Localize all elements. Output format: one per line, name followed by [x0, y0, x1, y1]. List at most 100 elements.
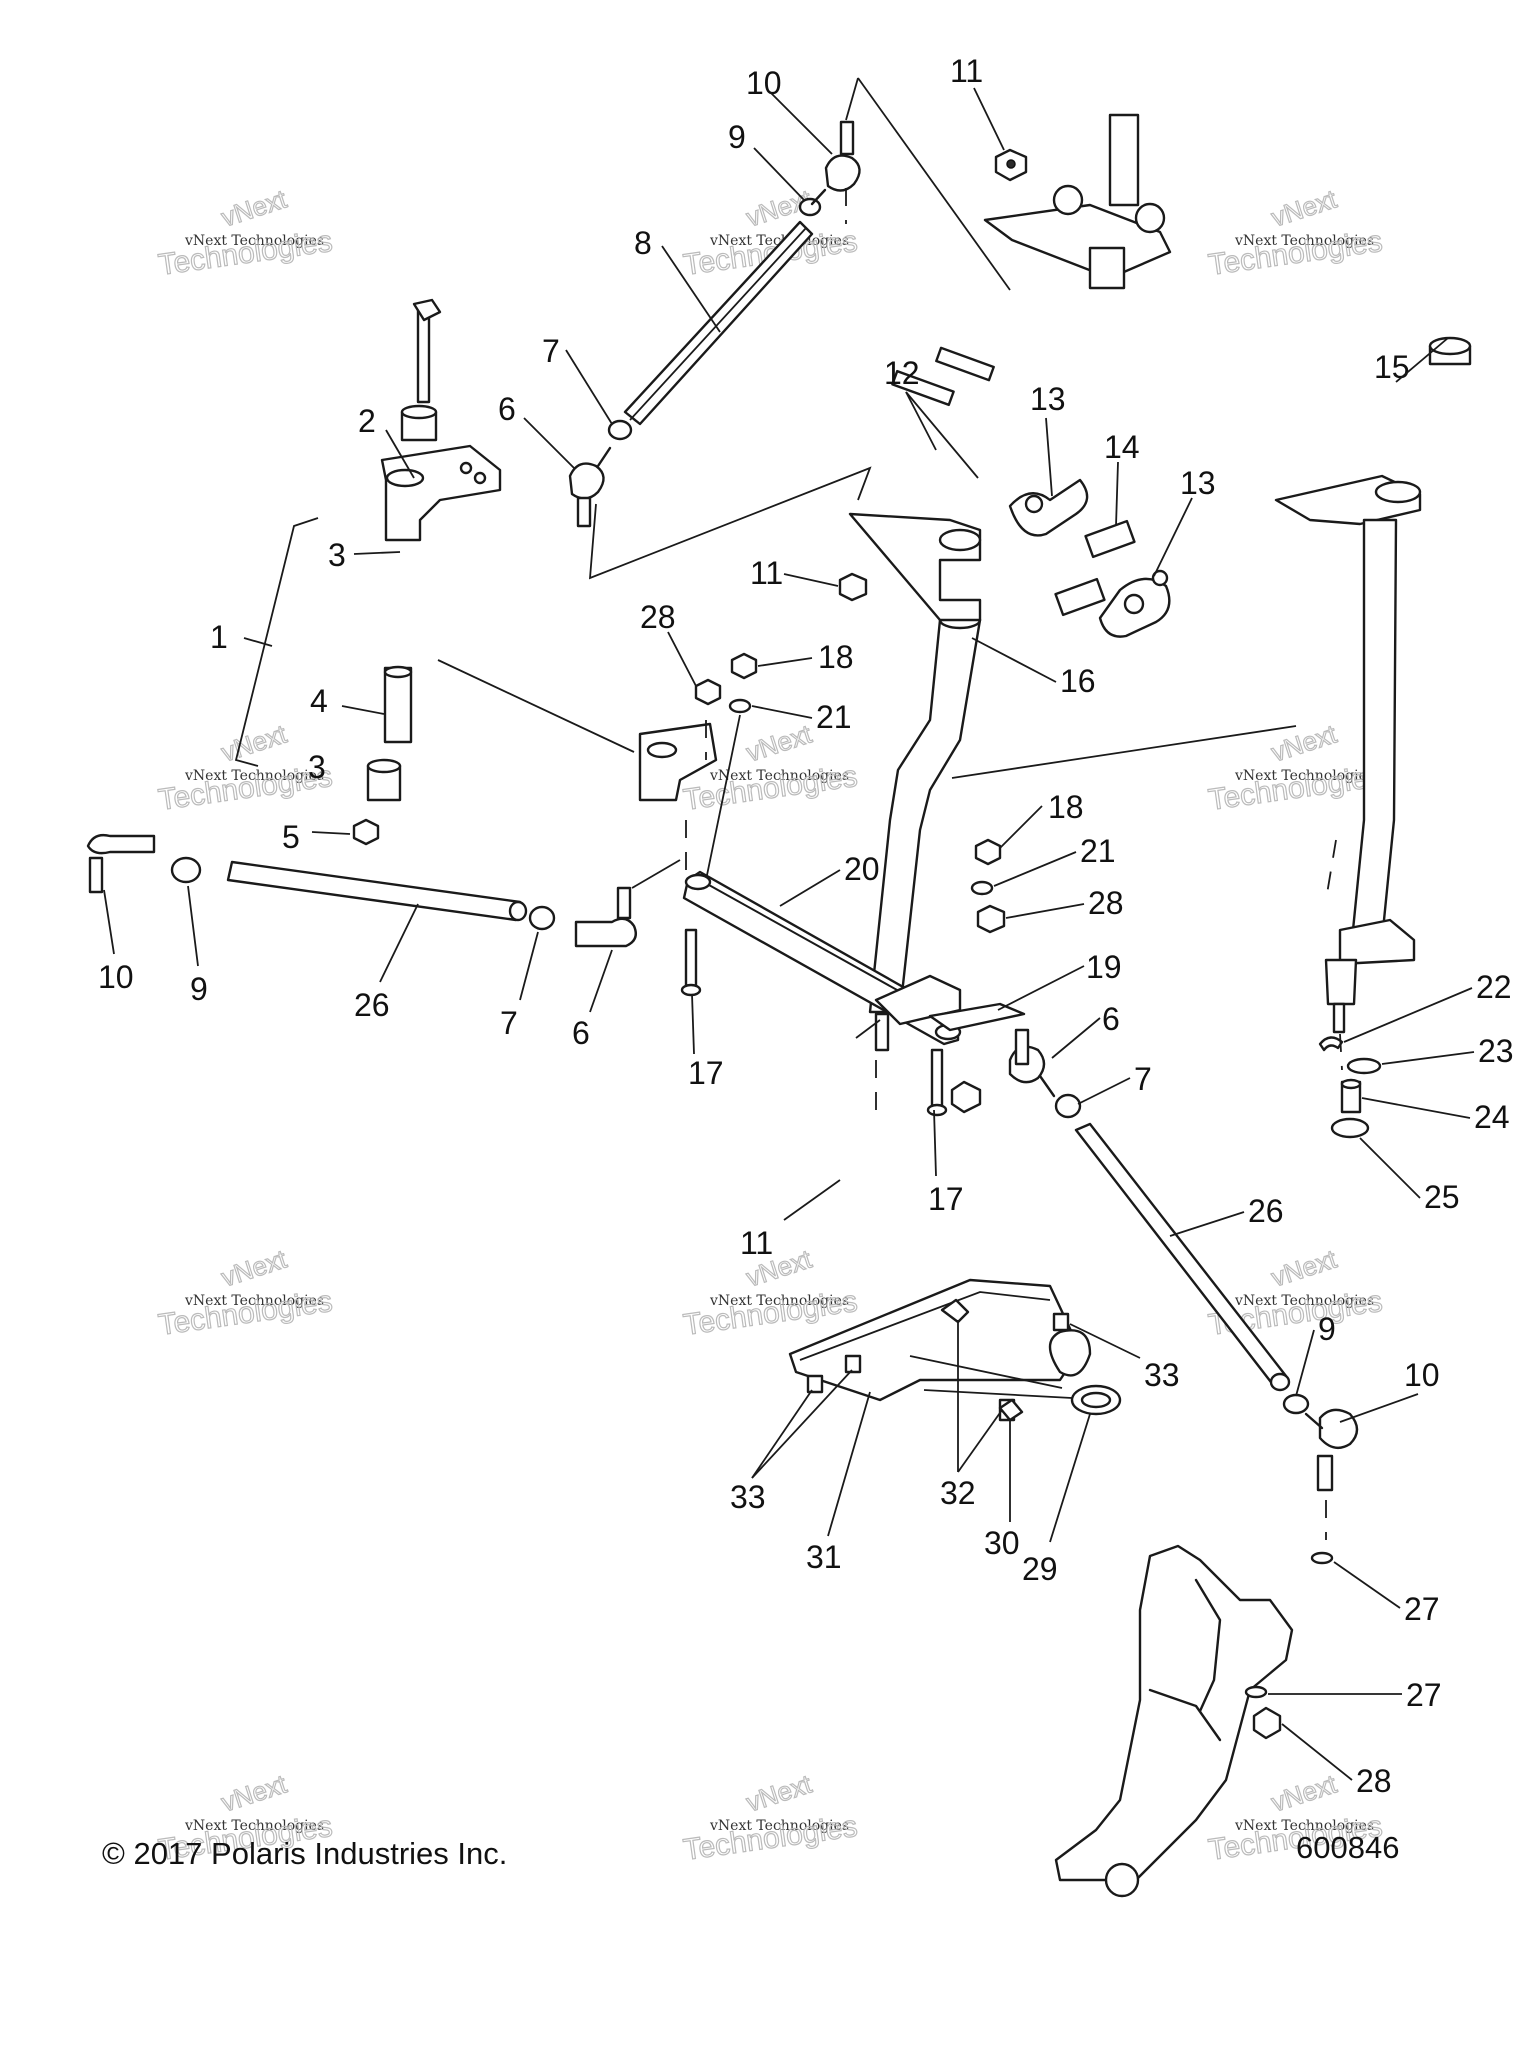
callout-9-top: 9	[728, 119, 746, 155]
watermark-line1: vNext Technologies	[1234, 768, 1374, 784]
callout-13-left: 13	[1030, 381, 1066, 417]
watermark-line1: vNext Technologies	[1234, 1818, 1374, 1834]
washer-23	[1346, 1057, 1382, 1075]
jam-nut-7	[607, 419, 633, 441]
callout-22: 22	[1476, 969, 1512, 1005]
ring-25	[1330, 1117, 1370, 1139]
callout-6-left: 6	[572, 1015, 590, 1051]
left-tie-rod-assembly	[86, 833, 637, 948]
steering-column	[838, 346, 1171, 1014]
callout-32: 32	[940, 1475, 976, 1511]
clip-32-lower	[998, 1398, 1024, 1422]
callout-21-mid: 21	[1080, 833, 1116, 869]
watermark-line1: vNext Technologies	[184, 768, 324, 784]
bolt-17-right	[930, 1048, 944, 1108]
center-lines	[685, 188, 1343, 1540]
callout-10-top: 10	[746, 65, 782, 101]
callout-leaders	[103, 87, 1475, 1781]
callout-21-upper: 21	[816, 699, 852, 735]
washer-21-mid	[970, 880, 994, 896]
spacer-14-a	[1084, 519, 1136, 559]
bolt-17-left	[684, 928, 698, 988]
pivot-bushing-assembly	[352, 298, 502, 846]
tie-rod-end-6-left	[574, 917, 637, 948]
flag-19	[928, 1002, 1026, 1032]
jam-nut-7-right	[1054, 1093, 1082, 1119]
watermark-line2: vNext	[1268, 1768, 1341, 1817]
callout-5: 5	[282, 819, 300, 855]
pushpin-33-c	[1052, 1312, 1070, 1332]
watermark-line2: vNext	[743, 718, 816, 767]
callout-28-upper: 28	[640, 599, 676, 635]
watermark-line1: vNext Technologies	[184, 233, 324, 249]
pitman-arm-assembly	[680, 838, 1026, 1117]
watermark-line2: vNext	[1268, 1243, 1341, 1292]
watermark-line1: vNext Technologies	[1234, 1293, 1374, 1309]
jam-nut-7-left	[528, 905, 556, 931]
leader-lines	[234, 77, 1297, 1389]
watermark-line1: vNext Technologies	[184, 1293, 324, 1309]
watermark-line2: vNext	[1268, 183, 1341, 232]
washer-27-lower	[1244, 1685, 1268, 1699]
bolt-12-a	[891, 369, 955, 407]
washer-21-upper	[728, 698, 752, 714]
knuckle	[1054, 1544, 1294, 1882]
callout-33-left: 33	[730, 1479, 766, 1515]
steering-knuckle	[1054, 1544, 1334, 1898]
callout-24: 24	[1474, 1099, 1510, 1135]
callout-3-lower: 3	[308, 749, 326, 785]
watermark-line1: vNext Technologies	[709, 233, 849, 249]
watermark-line1: vNext Technologies	[1234, 233, 1374, 249]
callout-23: 23	[1478, 1033, 1514, 1069]
nut-18-mid	[974, 838, 1002, 866]
callout-8: 8	[634, 225, 652, 261]
callout-9-right: 9	[1318, 1311, 1336, 1347]
callout-27-upper: 27	[1404, 1591, 1440, 1627]
nut-28-mid	[976, 904, 1006, 934]
steering-shaft-16	[868, 618, 982, 1014]
callout-2: 2	[358, 403, 376, 439]
right-tie-rod-assembly	[1008, 1028, 1359, 1492]
pivot-bracket	[380, 444, 502, 542]
tie-rod-26-right	[1074, 1122, 1288, 1388]
right-steering-shaft	[1274, 336, 1472, 1139]
callout-17-right: 17	[928, 1181, 964, 1217]
callout-3-upper: 3	[328, 537, 346, 573]
callout-29: 29	[1022, 1551, 1058, 1587]
clip-22	[1318, 1036, 1344, 1052]
callout-19: 19	[1086, 949, 1122, 985]
callout-28-lower: 28	[1356, 1763, 1392, 1799]
jam-nut-9-right	[1282, 1393, 1310, 1415]
callout-17-left: 17	[688, 1055, 724, 1091]
callout-31: 31	[806, 1539, 842, 1575]
callout-4: 4	[310, 683, 328, 719]
callout-16: 16	[1060, 663, 1096, 699]
callout-15: 15	[1374, 349, 1410, 385]
callout-30: 30	[984, 1525, 1020, 1561]
callout-26-right: 26	[1248, 1193, 1284, 1229]
tie-rod-end-10	[824, 154, 861, 192]
nut-11-mid	[838, 572, 868, 602]
nut-18-upper	[730, 652, 758, 680]
washer-27-upper	[1310, 1551, 1334, 1565]
callout-28-mid: 28	[1088, 885, 1124, 921]
watermark-line2: vNext	[743, 1768, 816, 1817]
callout-20: 20	[844, 851, 880, 887]
tie-rod-end-10-left	[86, 833, 156, 855]
nut-5	[352, 818, 380, 846]
callout-9-left: 9	[190, 971, 208, 1007]
watermark-line1: vNext Technologies	[709, 1818, 849, 1834]
watermark-line1: vNext Technologies	[709, 768, 849, 784]
watermark-line2: vNext	[218, 1243, 291, 1292]
sleeve-4	[383, 666, 413, 744]
nut-28-lower	[1252, 1706, 1282, 1740]
callout-7-top: 7	[542, 333, 560, 369]
clamp-13-upper	[1008, 478, 1089, 537]
callout-7-right: 7	[1134, 1061, 1152, 1097]
bolt-12-b	[935, 346, 995, 382]
callout-6-right: 6	[1102, 1001, 1120, 1037]
callout-11-top: 11	[950, 53, 983, 89]
